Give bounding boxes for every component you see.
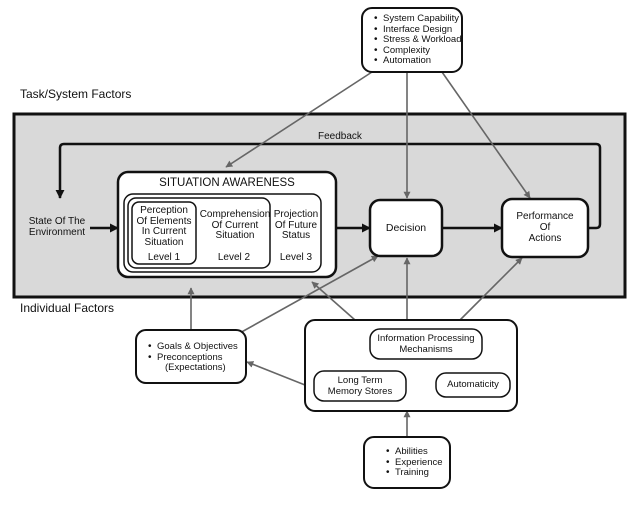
long-term-memory-box (313, 370, 407, 402)
list-item: Automation (374, 56, 462, 67)
list-item: Goals & Objectives (148, 341, 238, 353)
arrow-system-to-sa (225, 71, 373, 168)
comprehension-label: Comprehension Of Current Situation (199, 209, 271, 241)
goals-list: Goals & Objectives Preconceptions (Expec… (146, 341, 238, 374)
arrow-system-to-performance (441, 71, 531, 199)
feedback-label: Feedback (318, 131, 362, 142)
info-processing-label: Information Processing Mechanisms (377, 333, 475, 355)
state-of-environment-label: State Of The Environment (28, 216, 86, 238)
level-2-label: Level 2 (217, 252, 251, 263)
info-processing-box (369, 328, 483, 360)
list-item: Abilities (386, 446, 443, 458)
sa-middle-box (123, 193, 322, 273)
system-factors-list: System Capability Interface Design Stres… (372, 13, 462, 67)
list-item: Interface Design (374, 24, 462, 36)
arrow-individual-to-sa (311, 281, 356, 321)
sa-title: SITUATION AWARENESS (159, 177, 295, 189)
list-item: System Capability (374, 13, 462, 25)
abilities-list: Abilities Experience Training (384, 446, 443, 479)
list-item: Experience (386, 457, 442, 469)
level-1-label: Level 1 (147, 252, 181, 263)
decision-label: Decision (385, 222, 427, 234)
list-item: Training (386, 468, 443, 479)
arrow-ltm-to-goals (246, 361, 306, 386)
sa-inner-box (127, 197, 271, 269)
level-3-label: Level 3 (279, 252, 313, 263)
list-item: Stress & Workload (374, 35, 461, 46)
long-term-memory-label: Long Term Memory Stores (327, 375, 393, 397)
performance-label: Performance Of Actions (516, 211, 574, 244)
automaticity-box (435, 372, 511, 398)
goals-expectations: (Expectations) (165, 362, 226, 374)
decision-box (368, 198, 444, 258)
performance-box (500, 197, 590, 259)
task-system-factors-label: Task/System Factors (20, 87, 132, 101)
list-item: Complexity (374, 45, 462, 57)
list-item: Preconceptions (148, 352, 238, 364)
projection-label: Projection Of Future Status (273, 209, 319, 241)
feedback-loop (55, 142, 602, 230)
sa-level1-box (131, 201, 197, 265)
perception-label: Perception Of Elements In Current Situat… (136, 205, 192, 248)
arrow-individual-to-performance (459, 257, 523, 321)
automaticity-label: Automaticity (447, 379, 499, 390)
arrow-goals-to-decision (237, 255, 379, 335)
individual-factors-label: Individual Factors (20, 301, 115, 315)
